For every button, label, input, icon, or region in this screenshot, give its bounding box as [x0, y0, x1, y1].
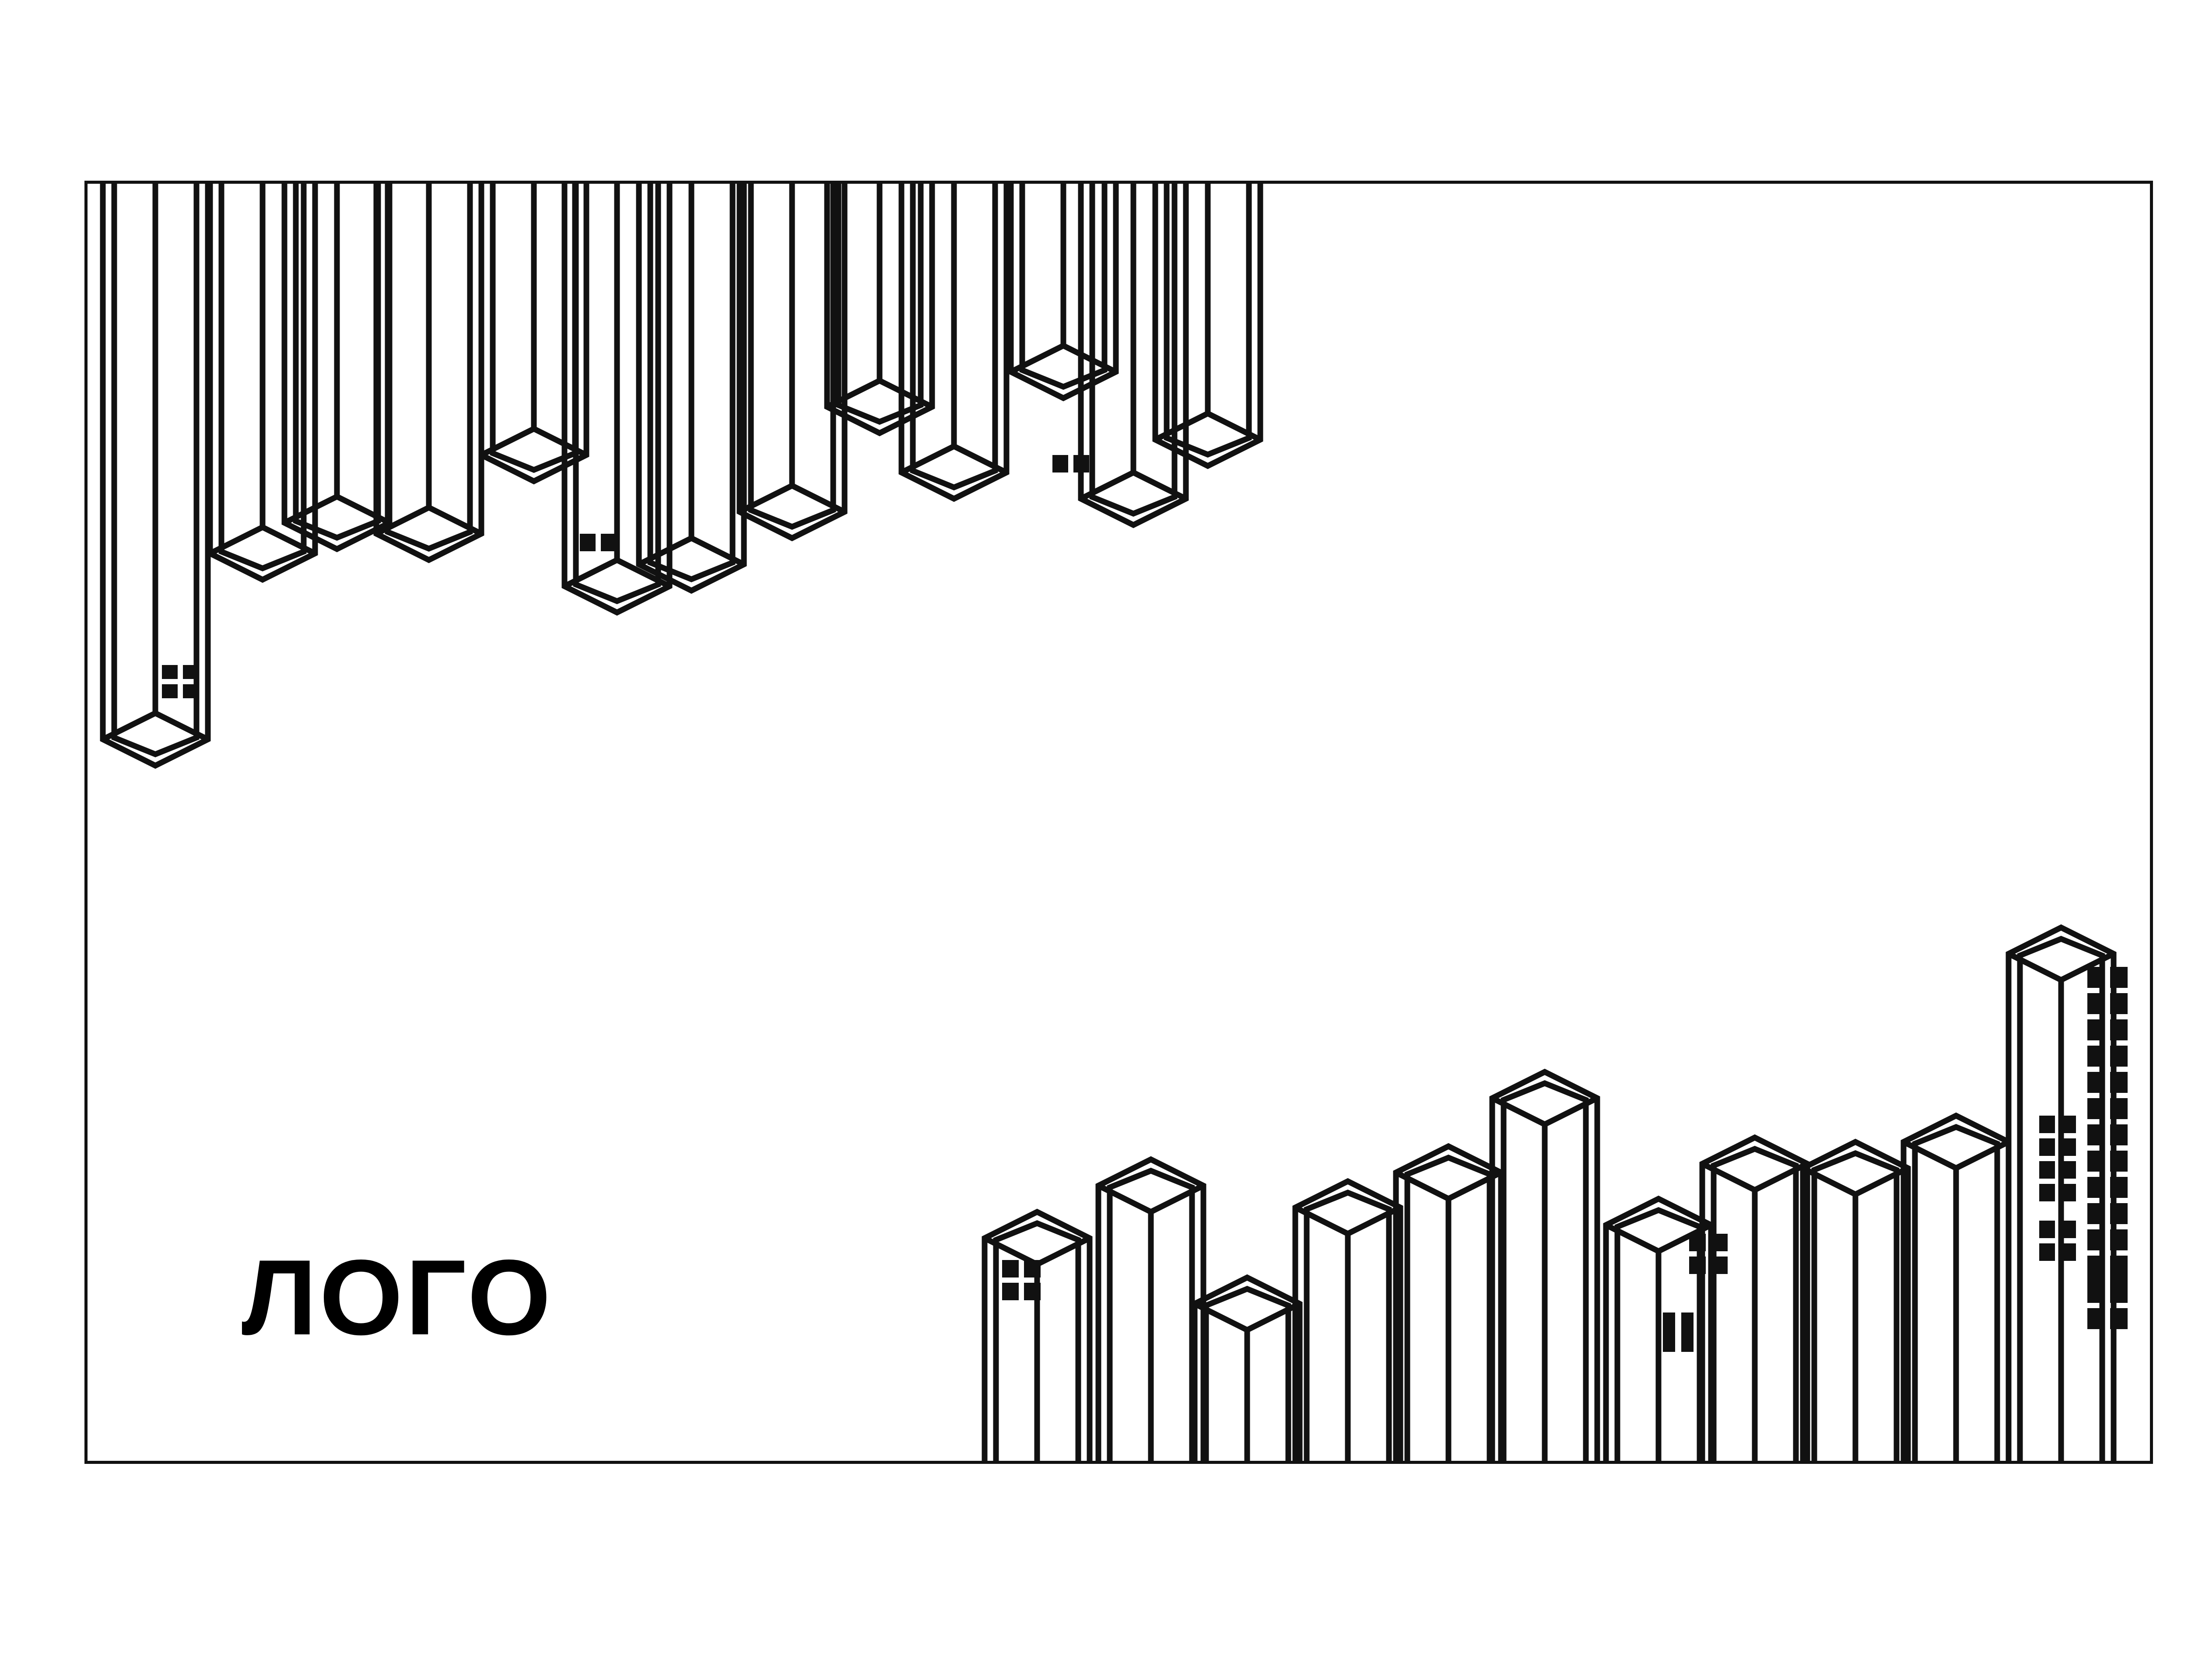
hanging-building-1 — [207, 184, 318, 583]
business-card: ЛОГО — [84, 181, 2153, 1464]
hanging-buildings-top — [100, 184, 1263, 769]
hanging-building-3 — [373, 184, 484, 564]
hanging-building-8 — [824, 184, 935, 437]
standing-building-5 — [1489, 1068, 1600, 1461]
standing-building-3 — [1292, 1178, 1403, 1461]
window-g-12-1 — [2110, 1282, 2128, 1303]
window-e-1-0 — [1689, 1256, 1706, 1274]
window-j-0-0 — [2087, 1264, 2105, 1282]
window-h-2-1 — [2060, 1161, 2076, 1179]
window-c-0-1 — [1073, 455, 1089, 472]
hanging-building-4 — [478, 184, 589, 485]
window-i-0-0 — [2039, 1221, 2055, 1238]
city-buildings-illustration — [100, 184, 2128, 1461]
hanging-building-5 — [561, 184, 673, 616]
window-d-1-0 — [1002, 1283, 1019, 1300]
skyline-buildings-bottom — [982, 924, 2117, 1461]
window-g-6-0 — [2087, 1124, 2105, 1145]
window-g-8-0 — [2087, 1177, 2105, 1198]
window-g-0-1 — [2110, 967, 2128, 988]
window-g-1-0 — [2087, 993, 2105, 1014]
window-g-12-0 — [2087, 1282, 2105, 1303]
window-f-0-1 — [1681, 1312, 1694, 1352]
window-g-5-0 — [2087, 1098, 2105, 1119]
standing-building-8 — [1800, 1138, 1911, 1461]
hanging-building-9 — [898, 184, 1010, 502]
window-a-0-0 — [162, 665, 178, 679]
window-g-10-1 — [2110, 1229, 2128, 1250]
hanging-building-11 — [1078, 184, 1189, 528]
window-d-1-1 — [1024, 1283, 1041, 1300]
window-g-5-1 — [2110, 1098, 2128, 1119]
window-i-0-1 — [2060, 1221, 2076, 1238]
window-g-10-0 — [2087, 1229, 2105, 1250]
window-h-0-0 — [2039, 1116, 2055, 1133]
window-g-3-1 — [2110, 1046, 2128, 1067]
window-h-3-0 — [2039, 1184, 2055, 1201]
window-g-1-1 — [2110, 993, 2128, 1014]
window-h-2-0 — [2039, 1161, 2055, 1179]
standing-building-4 — [1393, 1143, 1504, 1461]
window-e-0-1 — [1711, 1234, 1728, 1251]
window-g-9-1 — [2110, 1203, 2128, 1224]
hanging-building-0 — [100, 184, 211, 769]
window-d-0-0 — [1002, 1260, 1019, 1278]
window-j-0-1 — [2110, 1264, 2128, 1282]
standing-building-9 — [1900, 1112, 2012, 1461]
standing-building-7 — [1699, 1134, 1810, 1461]
window-d-0-1 — [1024, 1260, 1041, 1278]
window-h-1-1 — [2060, 1138, 2076, 1156]
window-i-1-0 — [2039, 1243, 2055, 1261]
standing-building-0 — [982, 1208, 1093, 1461]
window-e-0-0 — [1689, 1234, 1706, 1251]
logo-text: ЛОГО — [242, 1237, 554, 1357]
building-windows — [162, 455, 2128, 1352]
window-e-1-1 — [1711, 1256, 1728, 1274]
window-g-2-0 — [2087, 1019, 2105, 1040]
window-a-1-0 — [162, 684, 178, 698]
hanging-building-12 — [1152, 184, 1263, 469]
window-b-0-1 — [601, 534, 617, 551]
window-g-4-1 — [2110, 1072, 2128, 1093]
window-a-1-1 — [183, 684, 199, 698]
hanging-building-6 — [636, 184, 747, 594]
window-g-7-0 — [2087, 1151, 2105, 1172]
window-g-8-1 — [2110, 1177, 2128, 1198]
window-a-0-1 — [183, 665, 199, 679]
window-g-9-0 — [2087, 1203, 2105, 1224]
window-f-0-0 — [1663, 1312, 1675, 1352]
window-b-0-0 — [580, 534, 596, 551]
window-g-3-0 — [2087, 1046, 2105, 1067]
window-g-13-1 — [2110, 1308, 2128, 1329]
window-g-6-1 — [2110, 1124, 2128, 1145]
window-g-0-0 — [2087, 967, 2105, 988]
standing-building-6 — [1603, 1195, 1714, 1461]
window-g-13-0 — [2087, 1308, 2105, 1329]
hanging-building-7 — [736, 184, 848, 542]
standing-building-1 — [1095, 1156, 1206, 1461]
window-g-7-1 — [2110, 1151, 2128, 1172]
window-c-0-0 — [1052, 455, 1068, 472]
hanging-building-2 — [281, 184, 393, 553]
window-h-0-1 — [2060, 1116, 2076, 1133]
window-g-4-0 — [2087, 1072, 2105, 1093]
window-h-3-1 — [2060, 1184, 2076, 1201]
standing-building-2 — [1192, 1274, 1303, 1461]
window-h-1-0 — [2039, 1138, 2055, 1156]
window-g-2-1 — [2110, 1019, 2128, 1040]
hanging-building-10 — [1008, 184, 1119, 402]
window-i-1-1 — [2060, 1243, 2076, 1261]
